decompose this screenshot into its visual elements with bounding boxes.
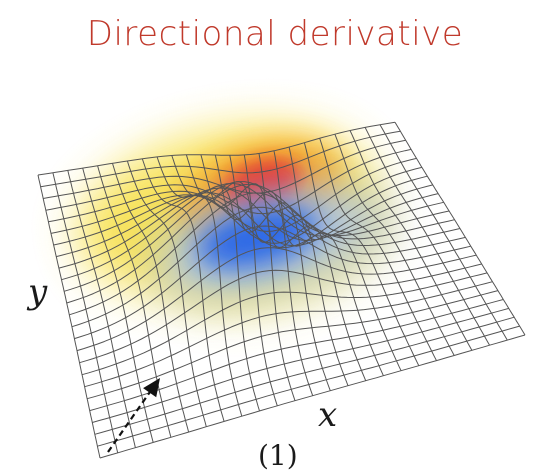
grid-line-v xyxy=(61,182,444,281)
grid-line-v xyxy=(74,225,471,340)
grid-line-v xyxy=(86,290,499,400)
grid-line-v xyxy=(43,139,406,199)
grid-line-v xyxy=(45,148,412,215)
grid-line-v xyxy=(53,175,428,249)
grid-line-v xyxy=(92,307,509,423)
grid-line-v xyxy=(58,187,439,269)
grid-line-v xyxy=(37,121,396,176)
grid-line-v xyxy=(81,272,488,376)
grid-line-v xyxy=(40,130,401,188)
grid-line-v xyxy=(99,334,526,459)
arrow-shaft xyxy=(107,388,153,453)
x-axis-label: x xyxy=(318,395,338,435)
surface-grid xyxy=(37,121,526,459)
figure-caption: (1) xyxy=(258,439,298,472)
title: Directional derivative xyxy=(86,14,464,54)
grid-line-v xyxy=(66,183,455,304)
grid-line-v xyxy=(94,316,515,435)
grid-line-v xyxy=(89,299,504,412)
grid-line-v xyxy=(48,157,417,232)
direction-arrow xyxy=(107,378,160,453)
grid-line-v xyxy=(76,247,477,352)
grid-line-v xyxy=(84,281,493,388)
grid-line-v xyxy=(71,206,466,328)
arrow-head xyxy=(143,378,160,398)
grid-line-v xyxy=(56,184,433,258)
grid-line-v xyxy=(50,166,423,244)
grid-line-v xyxy=(79,263,482,364)
y-axis-label: y xyxy=(28,272,48,312)
grid-line-v xyxy=(97,325,520,447)
grid-line-v xyxy=(69,192,461,316)
